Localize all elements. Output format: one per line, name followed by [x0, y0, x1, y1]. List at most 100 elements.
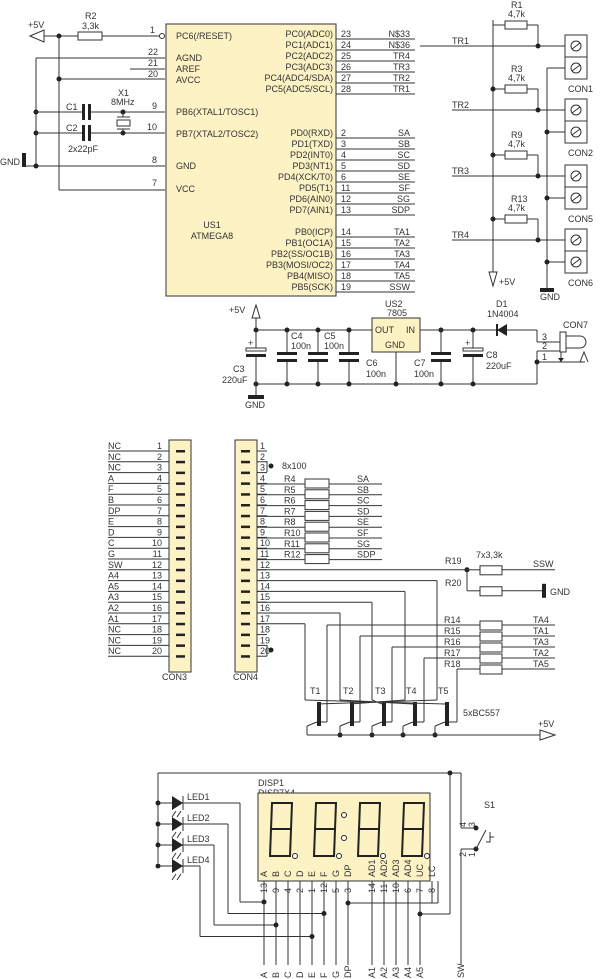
svg-text:2: 2: [458, 852, 468, 857]
c8-value: 220uF: [486, 361, 512, 371]
pullup-resistor: [504, 84, 528, 94]
con4-pin-number: 20: [260, 646, 270, 656]
mcu-pin-name: PB1(OC1A): [285, 238, 333, 248]
junction-dot: [309, 934, 315, 939]
led-icon: [172, 859, 183, 873]
header-pin: [176, 612, 185, 615]
vcc-label: +5V: [499, 277, 515, 287]
resistor-value: 4,7k: [508, 73, 526, 83]
switch-icon[interactable]: [475, 829, 487, 850]
mcu-pin-name: PB5(SCK): [291, 282, 333, 292]
net-label: TA3: [394, 249, 410, 259]
mcu-pin-name: PD2(INT0): [290, 150, 333, 160]
con3-pin-number: 6: [157, 495, 162, 505]
transistor-ref: T1: [310, 686, 321, 696]
bottom-net-label: DP: [343, 965, 353, 978]
mcu-pin-name: PC4(ADC4/SDA): [264, 73, 333, 83]
con3-net: NC: [108, 463, 121, 473]
mcu-pin-number: 6: [341, 172, 346, 182]
con4-pin-number: 18: [260, 625, 270, 635]
led-label: LED1: [187, 792, 210, 802]
transistor-part: 5xBC557: [463, 708, 500, 718]
con3-pin-number: 17: [152, 614, 162, 624]
vcc-label: +5V: [538, 719, 554, 729]
bottom-net-label: A3: [391, 967, 401, 978]
con4-pin-number: 7: [260, 506, 265, 516]
junction-dot: [315, 327, 321, 333]
c5-ref: C5: [324, 331, 336, 341]
mcu-pin-name: PD1(TXD): [291, 139, 333, 149]
diode-icon: [497, 324, 507, 336]
transistor-ref: T2: [343, 686, 354, 696]
base-resistor-ref: R18: [444, 659, 461, 669]
svg-text:GND: GND: [385, 340, 406, 350]
svg-text:PB6(XTAL1/TOSC1): PB6(XTAL1/TOSC1): [176, 107, 258, 117]
net-label: SB: [398, 139, 410, 149]
mcu-pin-number: 14: [341, 227, 351, 237]
con3-net: SW: [108, 560, 123, 570]
anode-net: TA2: [533, 648, 549, 658]
bottom-net-label: A1: [367, 967, 377, 978]
gnd-symbol-icon: [540, 288, 554, 292]
mcu-pin-number: 25: [341, 51, 351, 61]
transistor-icon: [413, 702, 417, 726]
r20-ref: R20: [445, 578, 462, 588]
bottom-net-label: A: [259, 972, 269, 978]
mcu-pin-name: PC5(ADC5/SCL): [265, 84, 333, 94]
con3-net: A1: [108, 614, 119, 624]
mcu-pin-number: 18: [341, 271, 351, 281]
r20-resistor: [479, 586, 503, 597]
r2-resistor: [77, 31, 103, 41]
regulator-chip: [371, 317, 421, 353]
mcu-pin-name: PB3(MOSI/OC2): [266, 260, 333, 270]
switch-ref: S1: [484, 800, 495, 810]
display-pin-label: D: [295, 870, 305, 877]
header-pin: [176, 568, 185, 572]
junction-dot: [155, 800, 161, 806]
bottom-net-label: A5: [415, 967, 425, 978]
vcc-arrow-icon: [488, 271, 498, 288]
svg-text:20: 20: [148, 69, 158, 79]
r19-ref: R19: [445, 556, 462, 566]
header-pin: [176, 471, 185, 475]
junction-dot: [438, 381, 444, 387]
mcu-pin-number: 19: [341, 282, 351, 292]
decimal-point-icon: [336, 853, 342, 859]
con3-net: A2: [108, 603, 119, 613]
con3-pin-number: 10: [152, 538, 162, 548]
con3-pin-number: 5: [157, 484, 162, 494]
seg-resistor-ref: R8: [284, 517, 296, 527]
display-pin-label: F: [319, 871, 329, 877]
resistor-ref: R13: [511, 194, 528, 204]
capacitor-icon: [431, 352, 451, 355]
seg-resistor: [304, 500, 330, 511]
seg-resistor-ref: R12: [284, 550, 301, 560]
led-label: LED3: [187, 834, 210, 844]
header-pin: [241, 601, 250, 604]
header-pin: [176, 460, 185, 464]
net-label: SF: [398, 183, 410, 193]
base-resistor: [479, 620, 503, 631]
led-label: LED2: [187, 813, 210, 823]
mcu-pin-number: 2: [341, 128, 346, 138]
con4-pin-number: 11: [260, 549, 269, 559]
header-pin: [241, 460, 250, 464]
mcu-pin-number: 3: [341, 139, 346, 149]
svg-text:8: 8: [152, 155, 157, 165]
decimal-point-icon: [292, 853, 298, 859]
junction-dot: [473, 825, 479, 831]
c7-value: 100n: [414, 369, 434, 379]
mcu-pin-number: 15: [341, 238, 351, 248]
header-pin: [176, 525, 185, 529]
con3-pin-number: 7: [157, 506, 162, 516]
seg-resistor: [304, 489, 330, 500]
junction-dot: [535, 43, 541, 49]
net-label: SG: [397, 194, 410, 204]
junction-dot: [490, 86, 496, 92]
pullup-resistor: [504, 20, 528, 30]
con3-net: NC: [108, 646, 121, 656]
con3-pin-number: 14: [152, 581, 162, 591]
resistor-value: 4,7k: [508, 203, 526, 213]
mcu-pin-name: PD7(AIN1): [289, 205, 333, 215]
regulator-part: 7805: [387, 308, 407, 318]
